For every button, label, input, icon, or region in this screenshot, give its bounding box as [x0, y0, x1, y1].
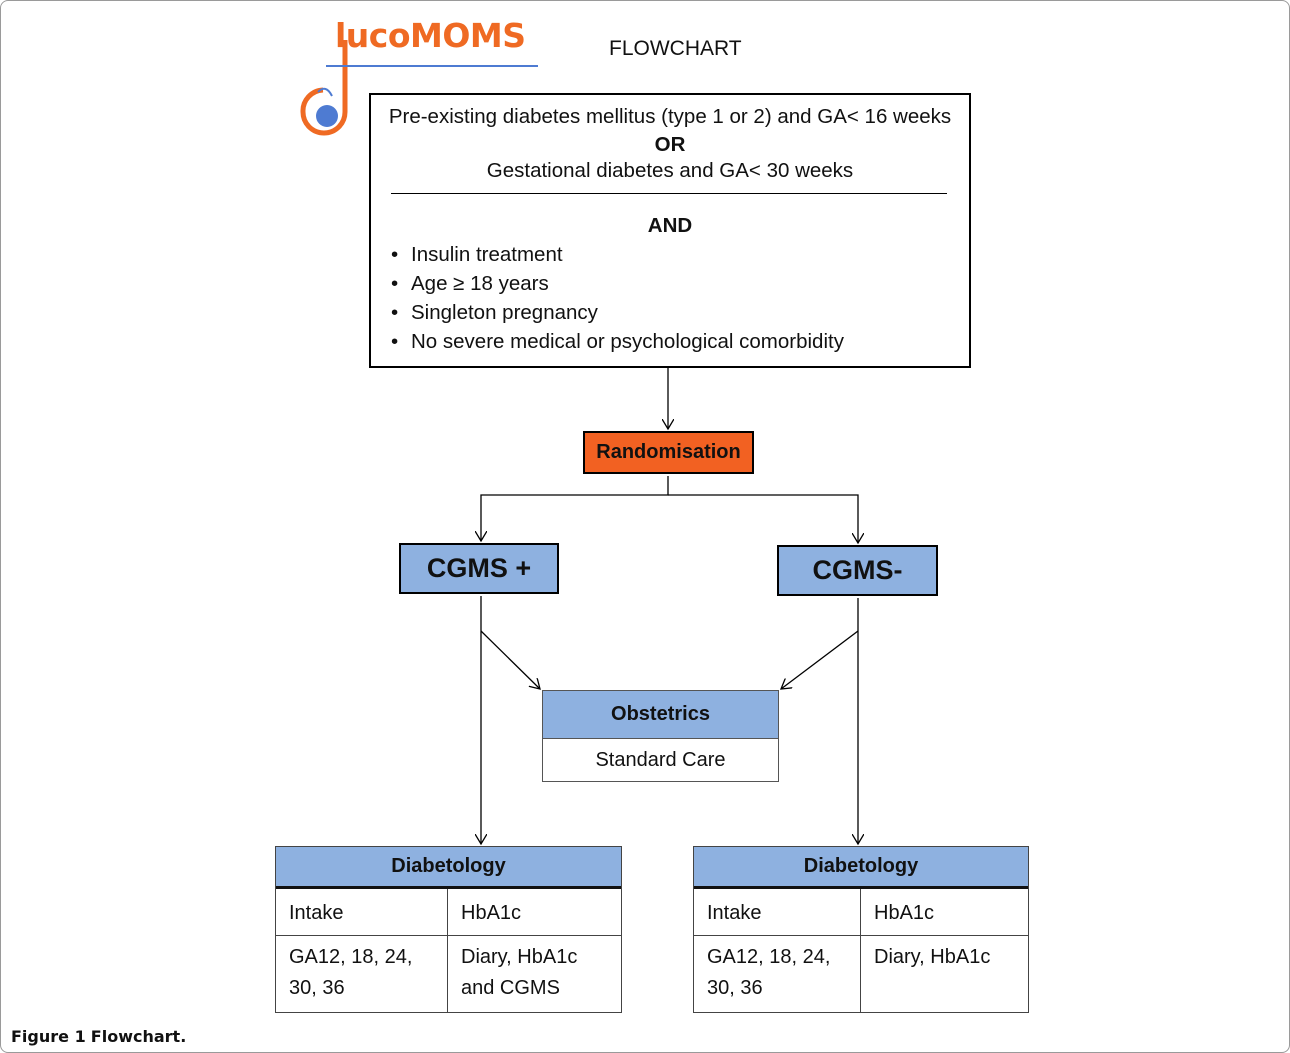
eligibility-divider — [391, 193, 947, 194]
criterion-item: No severe medical or psychological comor… — [391, 327, 844, 356]
table-cell-intake: Intake — [707, 902, 762, 924]
eligibility-line-gestational: Gestational diabetes and GA< 30 weeks — [486, 159, 854, 182]
criterion-item: Singleton pregnancy — [391, 298, 844, 327]
diabetology-title: Diabetology — [694, 847, 1028, 889]
table-cell-ga-schedule: GA12, 18, 24, 30, 36 — [289, 946, 413, 999]
arm-cgms-minus: CGMS- — [777, 545, 938, 596]
criterion-item: Insulin treatment — [391, 240, 844, 269]
flowchart-title: FLOWCHART — [609, 37, 742, 60]
table-cell-hba1c: HbA1c — [461, 902, 522, 924]
figure-caption: Figure 1 Flowchart. — [11, 1027, 186, 1046]
arrow-rand-to-plus — [481, 476, 669, 541]
arrow-plus-to-obstetrics — [480, 630, 540, 689]
table-row-divider — [694, 935, 1028, 936]
randomisation-box: Randomisation — [583, 431, 754, 474]
eligibility-criteria-list: Insulin treatment Age ≥ 18 years Singlet… — [391, 240, 844, 356]
table-column-divider — [447, 889, 448, 1012]
diabetology-table-cgms-minus: Diabetology Intake HbA1c GA12, 18, 24, 3… — [693, 846, 1029, 1013]
eligibility-line-preexisting: Pre-existing diabetes mellitus (type 1 o… — [388, 105, 952, 128]
table-cell-monitoring: Diary, HbA1c — [874, 946, 991, 968]
obstetrics-box: Obstetrics Standard Care — [542, 690, 779, 782]
logo-underline — [326, 65, 538, 67]
diabetology-title: Diabetology — [276, 847, 621, 889]
table-cell-hba1c: HbA1c — [874, 902, 935, 924]
eligibility-box: Pre-existing diabetes mellitus (type 1 o… — [369, 93, 971, 368]
table-row-divider — [276, 935, 621, 936]
table-cell-ga-schedule: GA12, 18, 24, 30, 36 — [707, 946, 831, 999]
eligibility-and-label: AND — [647, 214, 693, 237]
arrow-rand-to-minus — [668, 494, 858, 543]
arrow-minus-to-obstetrics — [781, 630, 859, 689]
caption-label: Figure 1 — [11, 1027, 86, 1046]
table-cell-intake: Intake — [289, 902, 344, 924]
obstetrics-standard-care: Standard Care — [595, 749, 726, 771]
criterion-item: Age ≥ 18 years — [391, 269, 844, 298]
caption-text: Flowchart. — [90, 1027, 187, 1046]
obstetrics-title: Obstetrics — [543, 691, 778, 739]
logo-icon — [300, 40, 348, 136]
table-cell-monitoring: Diary, HbA1c and CGMS — [461, 946, 578, 999]
arm-cgms-plus: CGMS + — [399, 543, 559, 594]
diabetology-table-cgms-plus: Diabetology Intake HbA1c GA12, 18, 24, 3… — [275, 846, 622, 1013]
logo-text: lucoMOMS — [335, 16, 526, 55]
eligibility-or-label: OR — [654, 133, 686, 156]
table-column-divider — [860, 889, 861, 1012]
